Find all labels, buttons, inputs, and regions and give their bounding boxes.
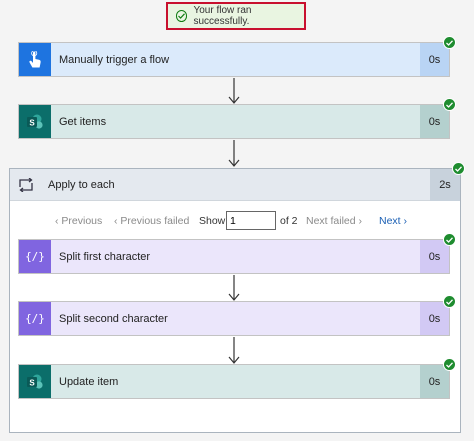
svg-text:S: S xyxy=(29,378,35,387)
touch-hand-icon xyxy=(19,43,51,76)
check-circle-icon xyxy=(443,98,456,111)
step-title: Get items xyxy=(59,115,107,128)
step-duration: 0s xyxy=(420,365,449,398)
check-circle-icon xyxy=(443,358,456,371)
chevron-left-icon: ‹ xyxy=(55,215,62,227)
container-title: Apply to each xyxy=(48,178,115,191)
curly-braces-icon: {∕} xyxy=(19,302,51,335)
next-failed-button[interactable]: Next failed › xyxy=(306,215,363,227)
iteration-number-input[interactable] xyxy=(226,211,276,230)
step-get-items[interactable]: S Get items 0s xyxy=(18,104,450,139)
step-duration: 0s xyxy=(420,43,449,76)
step-duration: 0s xyxy=(420,240,449,273)
check-circle-icon xyxy=(443,36,456,49)
page-total: of 2 xyxy=(280,215,298,227)
check-circle-icon xyxy=(452,162,465,175)
check-circle-icon xyxy=(443,295,456,308)
sharepoint-icon: S xyxy=(19,105,51,138)
sharepoint-icon: S xyxy=(19,365,51,398)
iteration-pager: ‹ Previous ‹ Previous failed Show of 2 N… xyxy=(10,209,460,233)
success-banner: Your flow ran successfully. xyxy=(166,2,306,30)
show-label: Show xyxy=(199,215,226,227)
check-circle-icon xyxy=(176,10,188,22)
check-circle-icon xyxy=(443,233,456,246)
step-duration: 0s xyxy=(420,302,449,335)
step-manual-trigger[interactable]: Manually trigger a flow 0s xyxy=(18,42,450,77)
step-update-item[interactable]: S Update item 0s xyxy=(18,364,450,399)
step-split-second-character[interactable]: {∕} Split second character 0s xyxy=(18,301,450,336)
arrow-down-icon xyxy=(228,78,240,104)
banner-message: Your flow ran successfully. xyxy=(193,5,252,27)
arrow-down-icon xyxy=(228,275,240,301)
step-split-first-character[interactable]: {∕} Split first character 0s xyxy=(18,239,450,274)
next-button[interactable]: Next › xyxy=(379,215,408,227)
arrow-down-icon xyxy=(228,140,240,167)
arrow-down-icon xyxy=(228,337,240,364)
chevron-right-icon: › xyxy=(400,215,408,227)
step-title: Split second character xyxy=(59,312,168,325)
step-title: Update item xyxy=(59,375,119,388)
loop-icon xyxy=(10,169,42,201)
step-title: Split first character xyxy=(59,250,151,263)
chevron-right-icon: › xyxy=(355,215,363,227)
previous-failed-button[interactable]: ‹ Previous failed xyxy=(114,215,190,227)
step-title: Manually trigger a flow xyxy=(59,53,170,66)
svg-text:S: S xyxy=(29,118,35,127)
apply-to-each-header[interactable]: Apply to each 2s xyxy=(10,168,460,201)
curly-braces-icon: {∕} xyxy=(19,240,51,273)
chevron-left-icon: ‹ xyxy=(114,215,121,227)
step-duration: 0s xyxy=(420,105,449,138)
previous-button[interactable]: ‹ Previous xyxy=(55,215,103,227)
